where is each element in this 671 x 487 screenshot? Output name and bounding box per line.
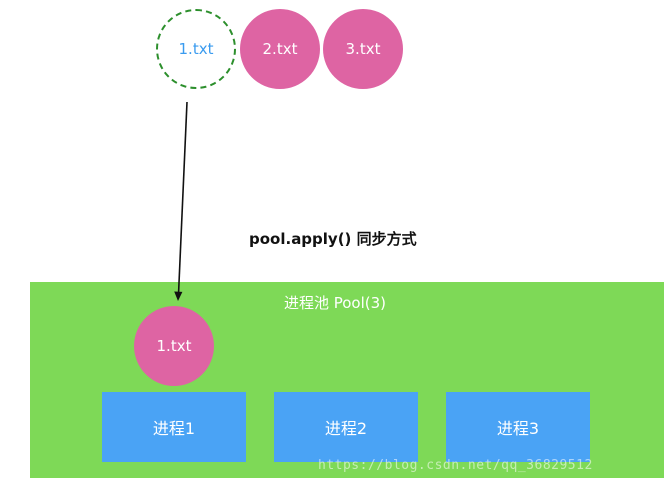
process-3-label: 进程3: [496, 419, 540, 438]
pool-task-file: 1.txt: [134, 306, 214, 386]
process-pool: 进程池 Pool(3) 进程1 进程2 进程3: [30, 282, 664, 478]
pool-title: 进程池 Pool(3): [283, 294, 387, 312]
process-1-label: 进程1: [152, 419, 196, 438]
process-2-box: 进程2: [274, 392, 418, 462]
queue-file-3: 3.txt: [323, 9, 403, 89]
dispatch-arrow-line: [177, 101, 188, 293]
process-2-label: 进程2: [324, 419, 368, 438]
watermark-text: https://blog.csdn.net/qq_36829512: [318, 458, 593, 473]
queue-file-1-slot: 1.txt: [156, 9, 236, 89]
queue-file-3-label: 3.txt: [345, 40, 381, 58]
process-1-box: 进程1: [102, 392, 246, 462]
queue-file-2: 2.txt: [240, 9, 320, 89]
queue-file-2-label: 2.txt: [262, 40, 298, 58]
process-3-box: 进程3: [446, 392, 590, 462]
queue-file-1-label: 1.txt: [178, 40, 214, 58]
apply-mode-caption: pool.apply() 同步方式: [249, 230, 417, 248]
pool-task-file-label: 1.txt: [156, 337, 192, 355]
